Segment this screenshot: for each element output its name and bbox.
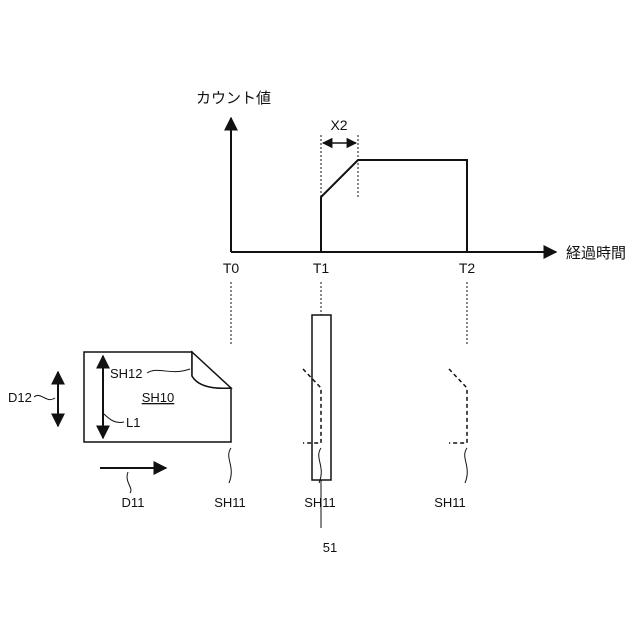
sensor-label: 51 <box>323 540 337 555</box>
leading-edge-leader-t1 <box>319 448 322 483</box>
leading-edge-label-t2: SH11 <box>434 495 466 510</box>
tick-label-t1: T1 <box>313 260 330 276</box>
length-label: L1 <box>126 415 140 430</box>
sheet-folded-corner <box>192 352 231 388</box>
x-axis-label: 経過時間 <box>566 245 626 262</box>
leading-edge-t2 <box>449 369 467 443</box>
direction-feed-label: D11 <box>122 495 145 510</box>
sheet-label: SH10 <box>142 390 175 405</box>
direction-feed-leader <box>127 472 131 493</box>
leading-edge-label-t0: SH11 <box>214 495 246 510</box>
leading-edge-leader-t2 <box>465 448 468 483</box>
direction-width-label: D12 <box>8 390 32 405</box>
leading-edge-label-t1: SH11 <box>304 495 336 510</box>
count-value-curve <box>231 160 467 252</box>
direction-width-leader <box>34 395 55 399</box>
interval-label: X2 <box>330 117 347 133</box>
tick-label-t0: T0 <box>223 260 240 276</box>
y-axis-label: カウント値 <box>196 90 271 107</box>
corner-label: SH12 <box>110 366 143 381</box>
leading-edge-leader-t0 <box>229 448 232 483</box>
tick-label-t2: T2 <box>459 260 476 276</box>
